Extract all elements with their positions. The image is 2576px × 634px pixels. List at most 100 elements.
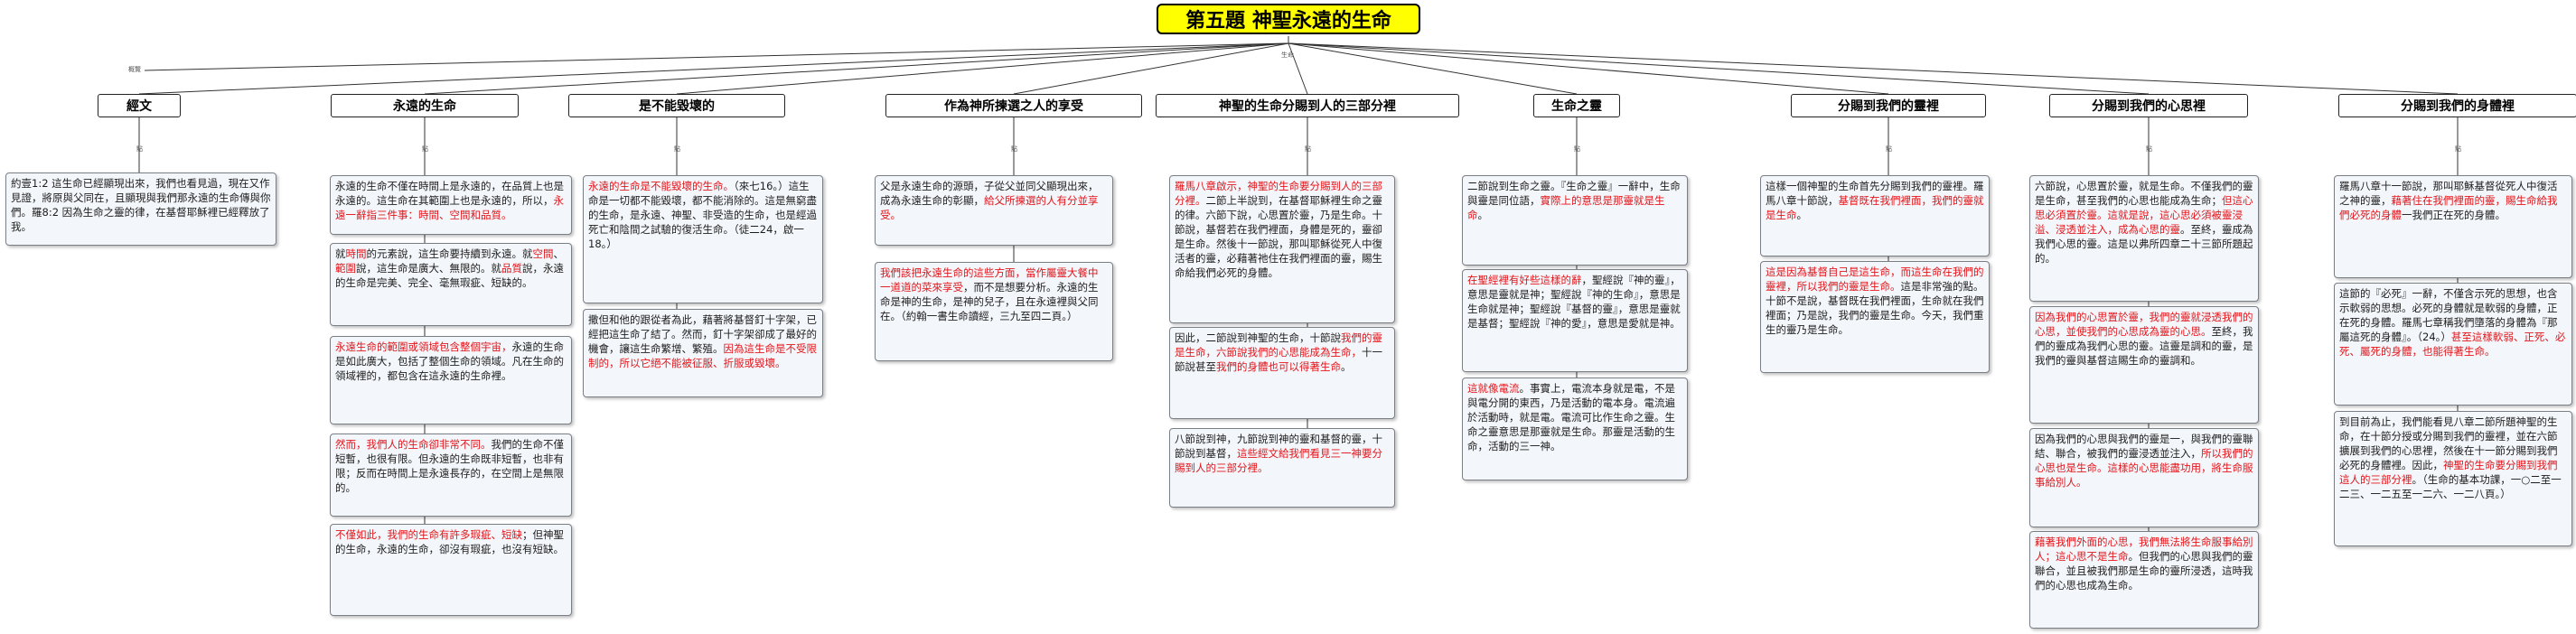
highlighted-text: 因為這生命是不受限制的，所以它絕不能被征服、折服或毀壞。 — [588, 342, 817, 369]
body-text: 因為我們的心思與我們的靈是一，與我們的靈聯結、聯合，被我們的靈浸透並注入， — [2035, 433, 2253, 460]
branch-heading-9: 分賜到我們的身體裡 — [2338, 94, 2576, 117]
note-card-4-2: 我們該把永遠生命的這些方面，當作屬靈大餐中一道道的菜來享受，而不是想要分析。永遠… — [875, 262, 1113, 361]
body-text: 就 — [335, 247, 346, 260]
body-text: 這樣一個神聖的生命首先分賜到我們的靈裡。羅馬八章十節說， — [1766, 180, 1984, 207]
highlighted-text: 不僅如此，我們的生命有許多瑕疵、短缺 — [335, 528, 522, 541]
body-text: 六節說，心思置於靈，就是生命。不僅我們的靈是生命，甚至我們的心思也能成為生命； — [2035, 180, 2253, 207]
highlighted-text: 永遠生命的範圍或領域包含整個宇宙， — [335, 340, 512, 353]
highlighted-text: 所以我們的心思也是生命。這樣的心思能盡功用，將生命服事給別人。 — [2035, 447, 2253, 489]
note-card-7-2: 這是因為基督自己是這生命，而這生命在我們的靈裡，所以我們的靈是生命。這是非常強的… — [1760, 261, 1990, 373]
branch-heading-4: 作為神所揀選之人的享受 — [885, 94, 1142, 117]
branch-connector-1 — [138, 42, 1289, 95]
body-text: 。 — [1477, 209, 1489, 221]
body-text: 。事實上，電流本身就是電，不是與電分開的東西，乃是活動的電本身。電流遍於活動時，… — [1467, 382, 1675, 452]
highlighted-text: 品質 — [501, 262, 522, 275]
branch-heading-2: 永遠的生命 — [331, 94, 519, 117]
branch-dot-label: 點 — [1011, 145, 1017, 153]
note-card-2-4: 然而，我們人的生命卻非常不同。我們的生命不僅短暫，也很有限。但永遠的生命既非短暫… — [330, 434, 572, 517]
highlighted-text: 實際上的意思是那靈就是生命 — [1467, 194, 1665, 221]
body-text: 。（生命的基本功課，一○二至一二三、一二五至一二六、一二八頁。） — [2339, 473, 2562, 500]
highlighted-text: 這是因為基督自己是這生命，而這生命在我們的靈裡，所以我們的靈是生命。 — [1766, 266, 1984, 293]
note-card-6-2: 在聖經裡有好些這樣的辭，聖經說『神的靈』，意思是靈就是神；聖經說『神的生命』，意… — [1462, 269, 1688, 372]
diagram-title: 第五題 神聖永遠的生命 — [1157, 4, 1420, 34]
note-card-8-3: 因為我們的心思與我們的靈是一，與我們的靈聯結、聯合，被我們的靈浸透並注入，所以我… — [2029, 428, 2259, 527]
note-card-6-3: 這就像電流。事實上，電流本身就是電，不是與電分開的東西，乃是活動的電本身。電流遍… — [1462, 378, 1688, 480]
branch-heading-1: 經文 — [98, 94, 181, 117]
body-text: 的元素說，這生命要持續到永遠。就 — [366, 247, 533, 260]
highlighted-text: 因為我們的心思置於靈，我們的靈就浸透我們的心思，並使我們的心思成為靈的心思。 — [2035, 311, 2253, 338]
note-card-8-4: 藉著我們外面的心思，我們無法將生命服事給別人；這心思不是生命。但我們的心思與我們… — [2029, 531, 2259, 629]
note-card-2-2: 就時間的元素說，這生命要持續到永遠。就空間、範圍說，這生命是廣大、無限的。就品質… — [330, 243, 572, 326]
note-card-1-1: 約壹1:2 這生命已經顯現出來，我們也看見過，現在又作見證，將原與父同在，且顯現… — [5, 172, 276, 246]
highlighted-text: 但這心思必須置於靈。這就是說，這心思必須被靈浸溢、浸透並注入，成為心思的靈 — [2035, 194, 2253, 236]
body-text: 永遠的生命是如此廣大，包括了整個生命的領域。凡在生命的領域裡的，都包含在這永遠的… — [335, 340, 564, 382]
highlighted-text: 永遠一辭指三件事：時間、空間和品質。 — [335, 194, 564, 221]
branch-dot-label: 點 — [674, 145, 680, 153]
branch-heading-3: 是不能毀壞的 — [568, 94, 785, 117]
branch-connector-9 — [1288, 42, 2459, 95]
note-card-7-1: 這樣一個神聖的生命首先分賜到我們的靈裡。羅馬八章十節說，基督既在我們裡面，我們的… — [1760, 175, 1990, 256]
body-text: ，聖經說『神的靈』，意思是靈就是神；聖經說『神的生命』，意思是生命就是神；聖經說… — [1467, 274, 1681, 330]
branch-dot-label: 點 — [1574, 145, 1580, 153]
body-text: 羅馬八章十一節說，那叫耶穌基督從死人中復活之神的靈， — [2339, 180, 2558, 207]
branch-dot-label: 點 — [136, 145, 143, 153]
branch-connector-5 — [1288, 42, 1308, 95]
body-text: ；但神聖的生命，永遠的生命，卻沒有瑕疵，也沒有短缺。 — [335, 528, 564, 555]
body-text: 說，這生命是廣大、無限的。就 — [356, 262, 501, 275]
note-card-8-2: 因為我們的心思置於靈，我們的靈就浸透我們的心思，並使我們的心思成為靈的心思。至終… — [2029, 306, 2259, 424]
branch-dot-label: 點 — [1886, 145, 1892, 153]
note-card-3-1: 永遠的生命是不能毀壞的生命。（來七16。）這生命是一切都不能毀壞，都不能消除的。… — [583, 175, 823, 303]
branch-connector-8 — [1288, 42, 2150, 95]
branch-heading-5: 神聖的生命分賜到人的三部分裡 — [1156, 94, 1459, 117]
highlighted-text: 這就像電流 — [1467, 382, 1520, 395]
branch-connector-6 — [1288, 42, 1578, 95]
note-card-3-2: 撒但和他的跟從者為此，藉著將基督釘十字架，已經把這生命了結了。然而，釘十字架卻成… — [583, 309, 823, 397]
body-text: 因此，二節說到神聖的生命，十節說 — [1175, 331, 1341, 344]
body-text: （來七16。）這生命是一切都不能毀壞，都不能消除的。這是無窮盡的生命，是永遠、神… — [588, 180, 817, 250]
branch-heading-7: 分賜到我們的靈裡 — [1791, 94, 1986, 117]
branch-connector-2 — [424, 42, 1289, 95]
body-text: 至終，我們的靈成為我們心思的靈。這靈是調和的靈，是我們的靈與基督這賜生命的靈調和… — [2035, 325, 2253, 367]
body-text: ，而不是想要分析。永遠的生命是神的生命，是神的兒子，且在永遠裡與父同在。（約翰一… — [880, 281, 1099, 322]
body-text: 二節說到生命之靈。『生命之靈』一辭中，生命與靈是同位語， — [1467, 180, 1681, 207]
body-text: 永遠的生命不僅在時間上是永遠的，在品質上也是永遠的。這生命在其範圍上也是永遠的，… — [335, 180, 564, 207]
note-card-9-2: 這節的『必死』一辭，不僅含示死的思想，也含示軟弱的思想。必死的身體就是軟弱的身體… — [2334, 283, 2572, 406]
note-card-4-1: 父是永遠生命的源頭，子從父並同父顯現出來，成為永遠生命的彰顯，給父所揀選的人有分… — [875, 175, 1113, 246]
body-text: 二節上半說到，在基督耶穌裡生命之靈的律。六節下說，心思置於靈，乃是生命。十節說，… — [1175, 194, 1382, 279]
body-text: 、 — [553, 247, 565, 260]
branch-dot-label: 點 — [2455, 145, 2461, 153]
highlighted-text: 羅馬八章啟示，神聖的生命要分賜到人的三部分裡。 — [1175, 180, 1382, 207]
branch-connector-4 — [1013, 42, 1289, 95]
highlighted-text: 時間 — [345, 247, 367, 260]
body-text: 約壹1:2 這生命已經顯現出來，我們也看見過，現在又作見證，將原與父同在，且顯現… — [11, 177, 271, 233]
branch-connector-3 — [676, 42, 1289, 95]
body-text: 十一節說甚至 — [1175, 346, 1382, 373]
body-text: 說，永遠的生命是完美、完全、毫無瑕疵、短缺的。 — [335, 262, 564, 289]
branch-dot-label: 點 — [422, 145, 428, 153]
highlighted-text: 永遠的生命是不能毀壞的生命。 — [588, 180, 734, 192]
highlighted-text: 我們的靈是生命，六節說我們的心思能成為生命， — [1175, 331, 1382, 359]
highlighted-text: 藉著住在我們裡面的靈，賜生命給我們必死的身體 — [2339, 194, 2558, 221]
highlighted-text: 甚至這樣軟弱、正死、必死、屬死的身體，也能得著生命。 — [2339, 331, 2566, 358]
body-text: 父是永遠生命的源頭，子從父並同父顯現出來，成為永遠生命的彰顯， — [880, 180, 1099, 207]
note-card-5-3: 八節說到神，九節說到神的靈和基督的靈，十節說到基督，這些經文給我們看見三一神要分… — [1169, 428, 1395, 508]
branch-heading-8: 分賜到我們的心思裡 — [2049, 94, 2248, 117]
branch-heading-6: 生命之靈 — [1533, 94, 1620, 117]
highlighted-text: 我們該把永遠生命的這些方面，當作屬靈大餐中一道道的菜來享受 — [880, 266, 1099, 294]
body-text: 。但我們的心思與我們的靈聯合，並且被我們那是生命的靈所浸透，這時我們的心思也成為… — [2035, 550, 2253, 592]
note-card-2-5: 不僅如此，我們的生命有許多瑕疵、短缺；但神聖的生命，永遠的生命，卻沒有瑕疵，也沒… — [330, 524, 572, 616]
note-card-5-2: 因此，二節說到神聖的生命，十節說我們的靈是生命，六節說我們的心思能成為生命，十一… — [1169, 327, 1395, 419]
highlighted-text: 範圍 — [335, 262, 356, 275]
body-text: 這是非常強的點。十節不是說，基督既在我們裡面，生命就在我們裡面；乃是說，我們的靈… — [1766, 280, 1984, 336]
highlighted-text: 空間 — [532, 247, 554, 260]
body-text: 。 — [1341, 360, 1352, 373]
note-card-5-1: 羅馬八章啟示，神聖的生命要分賜到人的三部分裡。二節上半說到，在基督耶穌裡生命之靈… — [1169, 175, 1395, 323]
note-card-2-1: 永遠的生命不僅在時間上是永遠的，在品質上也是永遠的。這生命在其範圍上也是永遠的，… — [330, 175, 572, 235]
body-text: 八節說到神，九節說到神的靈和基督的靈，十節說到基督， — [1175, 433, 1382, 460]
body-text: 。至終，靈成為我們心思的靈。這是以弗所四章二十三節所題起的。 — [2035, 223, 2253, 265]
body-text: 這節的『必死』一辭，不僅含示死的思想，也含示軟弱的思想。必死的身體就是軟弱的身體… — [2339, 287, 2558, 343]
branch-connector-7 — [1288, 42, 1889, 95]
summary-label: 概覽 — [128, 66, 141, 73]
note-card-9-3: 到目前為止，我們能看見八章二節所題神聖的生命，在十節分授或分賜到我們的靈裡，並在… — [2334, 411, 2572, 546]
body-text: 。 — [1796, 209, 1808, 221]
